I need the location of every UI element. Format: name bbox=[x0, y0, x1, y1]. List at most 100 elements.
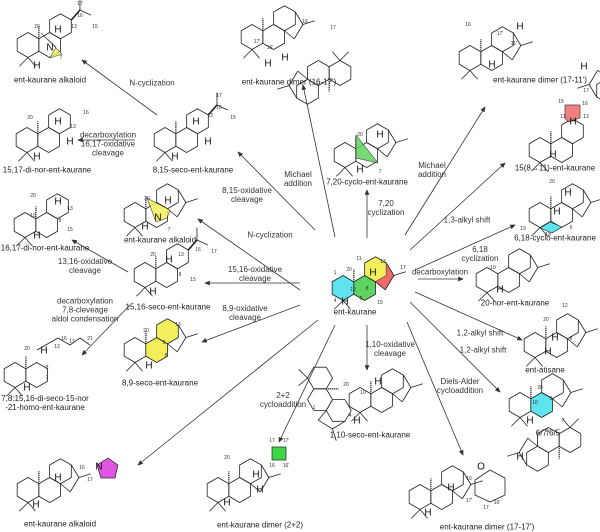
bond bbox=[70, 9, 81, 21]
atom-label: H bbox=[549, 149, 557, 161]
ring-d-bond bbox=[176, 202, 187, 218]
compound-name: 16,17-di-nor-ent-kaurane bbox=[0, 243, 90, 253]
bond bbox=[419, 509, 428, 519]
ring-d-bond bbox=[518, 452, 528, 466]
compound-name: 15,17-di-nor-ent-kaurane bbox=[2, 165, 92, 175]
structure-15-17-di-nor bbox=[15, 108, 71, 162]
reaction-arrow bbox=[406, 321, 464, 456]
compound-label: ent-kaurane bbox=[334, 308, 377, 317]
ring-d-fill bbox=[375, 263, 394, 290]
atom-label: 20 bbox=[224, 455, 230, 461]
atom-label: H bbox=[551, 332, 559, 344]
ring-a bbox=[408, 484, 432, 510]
ring-d-bond bbox=[297, 70, 308, 80]
bond bbox=[411, 509, 421, 519]
ring-a bbox=[558, 427, 582, 453]
compound-name: 1,10-seco-ent-kaurane bbox=[329, 430, 411, 440]
reaction-label-line: aldol condensation bbox=[51, 314, 119, 324]
reaction-arrow bbox=[404, 106, 486, 236]
ring-d-bond bbox=[512, 32, 522, 46]
compound-label: 7,8:15,16-di-seco-15-nor-21-homo-ent-kau… bbox=[1, 394, 89, 412]
bond bbox=[24, 237, 33, 247]
reaction-label-line: 8,15-oxidative bbox=[222, 186, 272, 195]
reaction-label-line: addition bbox=[417, 170, 447, 179]
atom-label: H bbox=[23, 382, 31, 394]
structure-ent-kaurane-alkaloid-top bbox=[16, 0, 91, 67]
compound-name: 7,8:15,16-di-seco-15-nor bbox=[1, 394, 89, 403]
atom-label: H bbox=[516, 21, 524, 33]
ring-a bbox=[153, 127, 177, 153]
reaction-label-line: 13,16-oxidative bbox=[57, 257, 113, 266]
structure-15-16-seco bbox=[133, 227, 208, 297]
bond bbox=[393, 271, 406, 276]
reaction-label-line: decarboxylation bbox=[411, 267, 469, 277]
compound-name: 8,15-seco-ent-kaurane bbox=[152, 165, 234, 175]
highlight-ring bbox=[146, 197, 171, 223]
bond bbox=[531, 162, 541, 172]
atom-label: 8 bbox=[178, 272, 182, 278]
atom-label: 16 bbox=[466, 476, 472, 482]
ring-a bbox=[307, 366, 333, 390]
bond bbox=[569, 418, 579, 428]
bond bbox=[216, 104, 228, 111]
bond bbox=[469, 70, 478, 80]
bond bbox=[526, 357, 536, 367]
dihydropyran-ring bbox=[474, 469, 506, 503]
ring-a bbox=[16, 32, 40, 58]
atom-label: H bbox=[66, 136, 74, 148]
compound-label: 15,17-di-nor-ent-kaurane bbox=[3, 166, 92, 175]
reaction-label-line: cleavage bbox=[68, 266, 102, 275]
atom-label: H bbox=[264, 58, 272, 70]
ring-d-bond bbox=[402, 374, 412, 388]
reaction-arrow bbox=[278, 324, 336, 443]
atom-label: H bbox=[580, 61, 588, 73]
reaction-arrow bbox=[414, 291, 523, 341]
atom-label: H bbox=[516, 451, 524, 463]
atom-label: H bbox=[54, 24, 62, 36]
atom-label: N bbox=[154, 212, 162, 224]
bond bbox=[16, 237, 26, 247]
bond bbox=[570, 388, 583, 393]
ring-d-bond bbox=[572, 208, 583, 218]
reaction-label-line: cycloaddition bbox=[259, 400, 307, 409]
ring-a bbox=[240, 24, 264, 50]
atom-label: 20 bbox=[27, 115, 33, 121]
compound-name-line2: -21-homo-ent-kaurane bbox=[5, 403, 85, 412]
ring-d-bond bbox=[177, 189, 187, 203]
highlight-ring bbox=[40, 32, 63, 59]
atom-label: 15 bbox=[377, 300, 383, 306]
atom-label: H bbox=[223, 497, 231, 509]
ring-d-bond bbox=[461, 484, 472, 500]
ring-d-bond bbox=[582, 189, 592, 203]
bond bbox=[185, 198, 198, 203]
ring-c bbox=[48, 108, 71, 135]
atom-label: H bbox=[192, 116, 200, 128]
atom-label: 13 bbox=[71, 24, 77, 30]
atom-label: H bbox=[369, 267, 377, 279]
ring-a bbox=[508, 392, 532, 418]
atom-label: 9 bbox=[162, 340, 166, 346]
structure-7-8-15-16-di-seco bbox=[3, 356, 48, 397]
atom-label: 16 bbox=[77, 13, 83, 19]
atom-label: H bbox=[54, 472, 62, 484]
reaction-label-line: N-cyclization bbox=[129, 78, 175, 88]
atom-label: 10 bbox=[490, 265, 496, 271]
atom-label: 11 bbox=[356, 256, 362, 262]
atom-label: 17 bbox=[77, 1, 83, 7]
ring-a bbox=[458, 45, 482, 71]
atom-label: H bbox=[33, 230, 41, 242]
compound-label: 7,20-cyclo-ent-kaurane bbox=[326, 178, 408, 187]
reaction-label: 1,2-alkyl shift bbox=[457, 329, 504, 338]
compound-label: 8,15-seco-ent-kaurane bbox=[153, 166, 234, 175]
bond bbox=[537, 263, 550, 268]
reaction-arrow bbox=[409, 301, 501, 393]
atom-label: 7 bbox=[45, 375, 49, 381]
atom-label: 8 bbox=[365, 286, 369, 292]
atom-label: 16 bbox=[582, 101, 588, 107]
reaction-label-line: 16,17-oxidative bbox=[80, 139, 136, 149]
